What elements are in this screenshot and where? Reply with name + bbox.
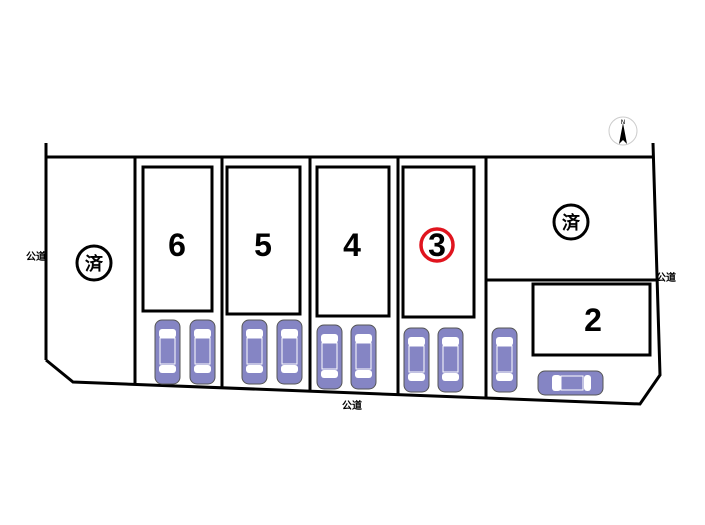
road-label-west: 公道 [26, 250, 46, 263]
road-label-south: 公道 [342, 399, 362, 412]
compass-icon: N [608, 116, 638, 146]
house-5 [225, 165, 302, 316]
car-icon [403, 327, 430, 393]
sold-marker-circle-left [75, 244, 113, 282]
boundary-lines [44, 142, 662, 406]
lot-number-2: 2 [584, 302, 602, 338]
lot-number-4: 4 [343, 227, 361, 263]
house-6 [141, 165, 214, 313]
sold-marker-left: 済 [85, 253, 104, 275]
car-icon [154, 319, 181, 385]
lot-number-3: 3 [428, 227, 446, 263]
car-icon [350, 324, 377, 390]
sold-marker-right: 済 [562, 212, 581, 234]
car-icon [537, 370, 604, 396]
car-icon [437, 327, 464, 393]
road-label-east: 公道 [656, 271, 676, 284]
house-3 [401, 165, 476, 319]
house-2 [531, 282, 652, 357]
house-footprints [141, 165, 652, 357]
lot-number-6: 6 [168, 227, 186, 263]
lot-number-5: 5 [254, 227, 272, 263]
parking-cars [154, 319, 604, 396]
sold-marker-circle-right [552, 203, 590, 241]
highlight-circle [419, 227, 455, 263]
car-icon [189, 319, 216, 385]
car-icon [276, 319, 303, 385]
compass-label: N [621, 119, 626, 126]
house-4 [315, 165, 391, 318]
car-icon [491, 327, 518, 393]
car-icon [241, 319, 268, 385]
car-icon [316, 324, 343, 390]
